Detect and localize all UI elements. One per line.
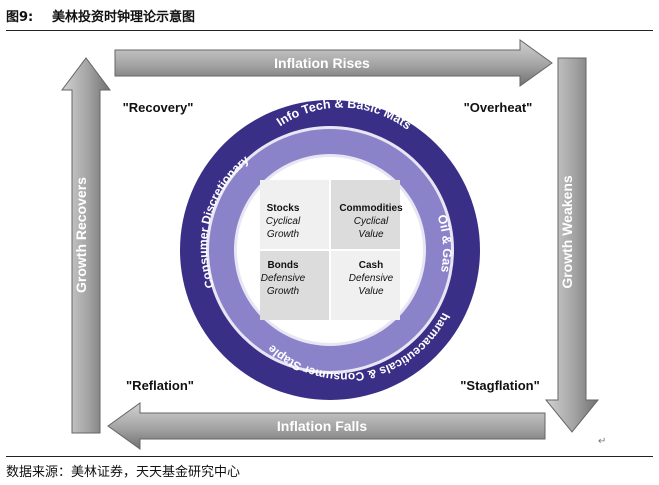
commodities-line2: Value	[358, 229, 384, 240]
bonds-name: Bonds	[267, 260, 299, 271]
figure-title: 美林投资时钟理论示意图	[52, 10, 196, 25]
stocks-name: Stocks	[267, 203, 300, 214]
stocks-line1: Cyclical	[266, 216, 301, 227]
cash-line2: Value	[358, 286, 384, 297]
phase-stagflation: "Stagflation"	[460, 378, 540, 393]
inflation-falls-label: Inflation Falls	[277, 418, 367, 434]
commodities-line1: Cyclical	[354, 216, 389, 227]
phase-recovery: "Recovery"	[123, 100, 194, 115]
growth-weakens-label: Growth Weakens	[559, 175, 575, 289]
quadrant-cash	[331, 251, 400, 320]
stocks-line2: Growth	[267, 229, 300, 240]
bonds-line1: Defensive	[261, 273, 306, 284]
quadrant-commodities	[331, 180, 400, 249]
commodities-name: Commodities	[339, 203, 403, 214]
paragraph-mark: ↵	[598, 436, 607, 447]
left-arrow-shape	[61, 57, 111, 434]
right-arrow-shape	[544, 57, 600, 433]
quadrant-bonds	[260, 251, 329, 320]
cash-line1: Defensive	[349, 273, 394, 284]
growth-recovers-label: Growth Recovers	[73, 177, 89, 293]
bonds-line2: Growth	[267, 286, 300, 297]
quadrant-stocks	[260, 180, 329, 249]
cash-name: Cash	[359, 260, 383, 271]
inflation-rises-label: Inflation Rises	[274, 55, 370, 71]
bottom-arrow-shape	[107, 402, 546, 450]
phase-reflation: "Reflation"	[126, 378, 194, 393]
figure-header: 图9: 美林投资时钟理论示意图	[6, 6, 195, 25]
footer-rule	[6, 456, 653, 457]
top-arrow-shape	[114, 39, 553, 87]
source-note: 数据来源：美林证券，天天基金研究中心	[6, 465, 241, 480]
figure-number: 图9:	[6, 10, 34, 25]
header-rule	[6, 30, 653, 31]
phase-overheat: "Overheat"	[464, 100, 533, 115]
